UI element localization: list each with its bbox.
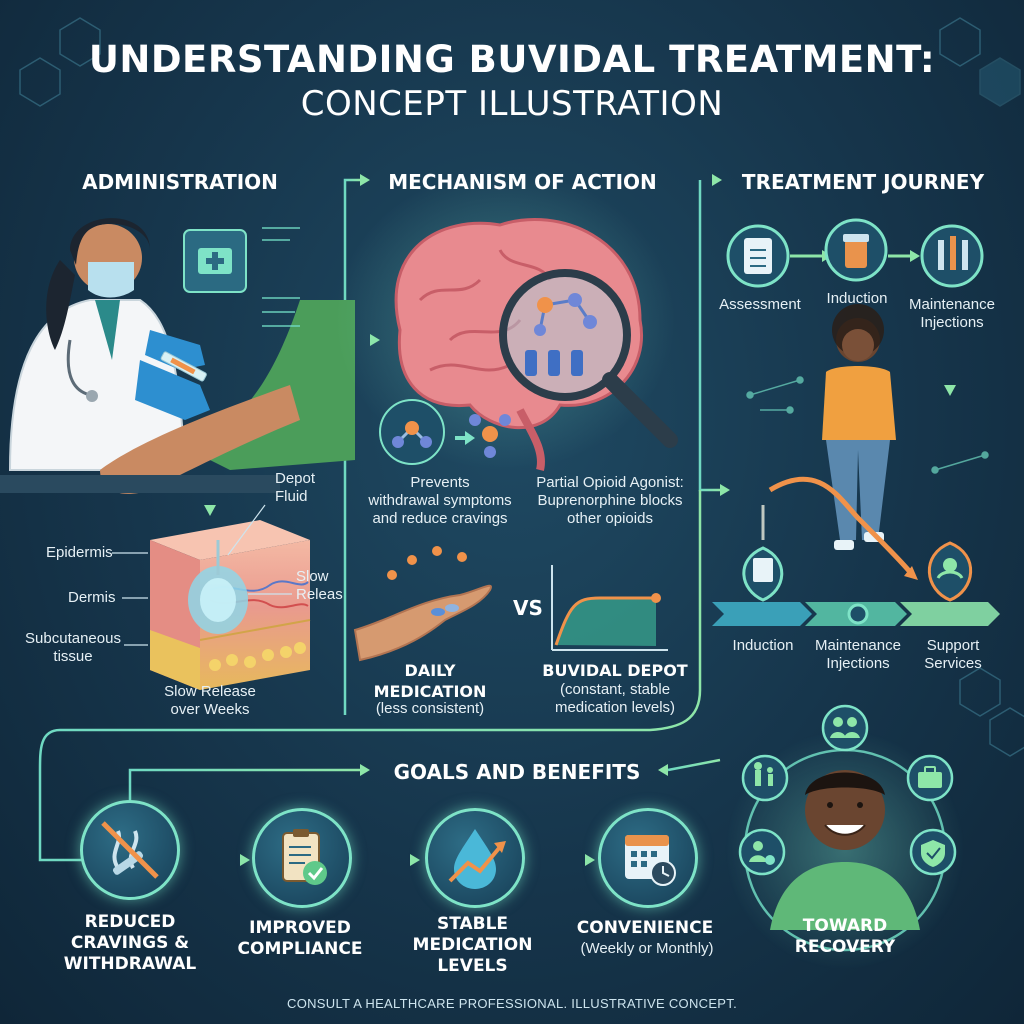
label-subcutaneous: Subcutaneous tissue: [25, 630, 121, 665]
label-prevents: Prevents withdrawal symptoms and reduce …: [368, 474, 512, 527]
label-dermis: Dermis: [68, 589, 116, 606]
hud-circuit: [746, 376, 989, 474]
calendar-icon: [598, 808, 698, 908]
shield-icon: [909, 828, 957, 876]
section-mechanism: MECHANISM OF ACTION: [388, 170, 657, 194]
goal-convenience: CONVENIENCE: [576, 918, 714, 938]
hexagon-decoration: [19, 17, 1024, 757]
label-maintenance-top: Maintenance Injections: [909, 296, 995, 331]
label-induction-top: Induction: [826, 290, 888, 307]
label-epidermis: Epidermis: [46, 544, 113, 561]
page-title-line2: CONCEPT ILLUSTRATION: [300, 84, 724, 124]
label-support-services: Support Services: [924, 637, 982, 672]
journey-path: [761, 476, 918, 580]
drop-trend-icon: [448, 829, 506, 889]
label-vs: VS: [513, 596, 543, 620]
reduced-cravings-icon: [80, 800, 180, 900]
calendar-clock-icon: [625, 835, 676, 886]
water-drop-icon: [425, 808, 525, 908]
clipboard-icon: [252, 808, 352, 908]
label-toward-recovery: TOWARD RECOVERY: [794, 916, 896, 957]
walking-woman-figure: [822, 304, 896, 550]
section-journey: TREATMENT JOURNEY: [741, 170, 985, 194]
arrowheads: [204, 174, 956, 866]
label-depot-fluid: Depot Fluid: [275, 470, 316, 505]
depot-level-chart: [551, 565, 668, 651]
clipboard-check-icon: [282, 829, 327, 885]
syringe-icon: [160, 351, 207, 382]
no-craving-icon: [101, 821, 159, 879]
flow-connectors: [38, 178, 952, 862]
family-icon: [741, 754, 789, 802]
medical-kit-icon: [183, 229, 247, 293]
label-leader-lines: [112, 504, 292, 646]
label-daily-sub: (less consistent): [375, 700, 485, 717]
label-induction-bottom: Induction: [732, 637, 794, 654]
section-administration: ADMINISTRATION: [82, 170, 278, 194]
people-icon: [821, 704, 869, 752]
label-assessment: Assessment: [719, 296, 801, 313]
magnifier-icon: [499, 269, 678, 448]
goal-convenience-sub: (Weekly or Monthly): [580, 940, 714, 957]
section-goals: GOALS AND BENEFITS: [393, 760, 641, 784]
label-slow-release-side: Slow Releas: [296, 568, 343, 603]
person-check-icon: [738, 828, 786, 876]
hud-lines: [262, 227, 300, 327]
molecule-icon: [379, 399, 511, 465]
label-maintenance-bottom: Maintenance Injections: [815, 637, 901, 672]
label-agonist: Partial Opioid Agonist: Buprenorphine bl…: [536, 474, 684, 527]
goal-improved-compliance: IMPROVED COMPLIANCE: [237, 918, 363, 959]
hand-pills-icon: [353, 546, 492, 662]
page-title-line1: UNDERSTANDING BUVIDAL TREATMENT:: [88, 38, 936, 81]
skin-cross-section: [150, 520, 311, 690]
label-depot-sub: (constant, stable medication levels): [554, 681, 676, 716]
footer-disclaimer: CONSULT A HEALTHCARE PROFESSIONAL. ILLUS…: [287, 996, 737, 1011]
label-buvidal-depot: BUVIDAL DEPOT: [542, 661, 688, 680]
nurse-figure: [8, 218, 210, 471]
label-daily-medication: DAILY MEDICATION: [373, 661, 487, 701]
goal-stable-levels: STABLE MEDICATION LEVELS: [412, 914, 533, 976]
journey-top-icons: [726, 218, 984, 288]
label-slow-release-weeks: Slow Release over Weeks: [164, 683, 256, 718]
journey-timeline: [712, 541, 1000, 626]
man-figure: [770, 770, 920, 930]
patient-arm: [0, 300, 355, 494]
goal-reduced-cravings: REDUCED CRAVINGS & WITHDRAWAL: [63, 912, 197, 974]
briefcase-icon: [906, 754, 954, 802]
